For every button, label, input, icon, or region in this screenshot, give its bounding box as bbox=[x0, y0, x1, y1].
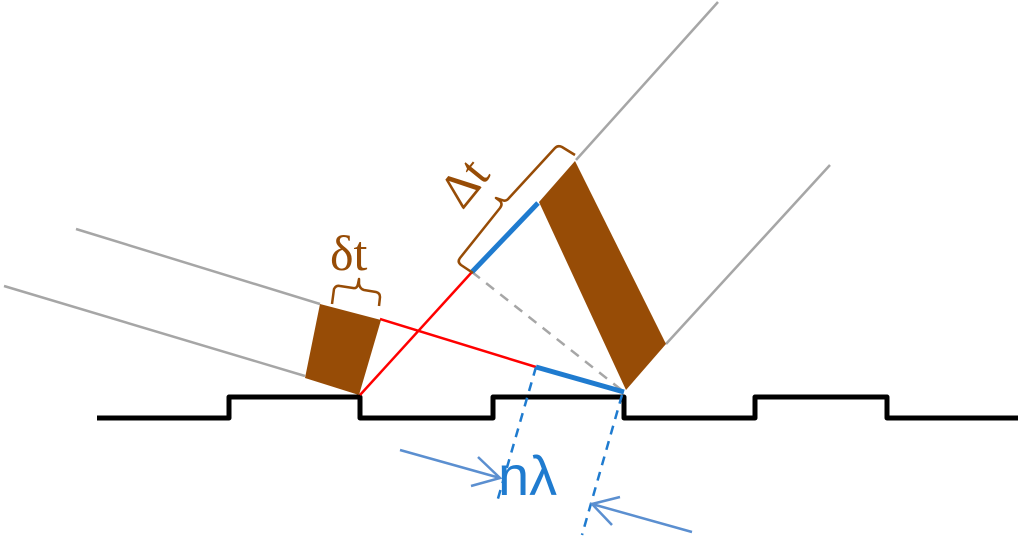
diffracted-ray-upper bbox=[575, 1, 719, 161]
diffracted-wavefront-block bbox=[539, 161, 666, 390]
projection-dashed-left bbox=[495, 366, 538, 503]
grating-profile bbox=[97, 394, 1018, 421]
big-delta-t-bracket bbox=[457, 144, 576, 275]
incident-ray-upper bbox=[75, 227, 321, 306]
dashed-construction-line bbox=[471, 271, 625, 393]
small-delta-t-label: δt bbox=[330, 225, 368, 281]
n-lambda-label: nλ bbox=[498, 444, 558, 507]
left-arrow-icon bbox=[399, 448, 503, 488]
projection-dashed-right bbox=[580, 394, 624, 536]
small-delta-t-bracket bbox=[330, 277, 382, 307]
blue-segment-incident bbox=[535, 364, 625, 395]
diffracted-ray-lower bbox=[665, 164, 831, 345]
blue-segment-diffracted bbox=[470, 201, 540, 274]
red-path-from-incident-wavefront bbox=[379, 317, 537, 369]
incident-ray-lower bbox=[3, 284, 306, 378]
incident-wavefront-block bbox=[305, 304, 381, 395]
right-arrow-icon bbox=[589, 495, 693, 534]
red-path-to-diffracted-wavefront bbox=[359, 271, 473, 396]
